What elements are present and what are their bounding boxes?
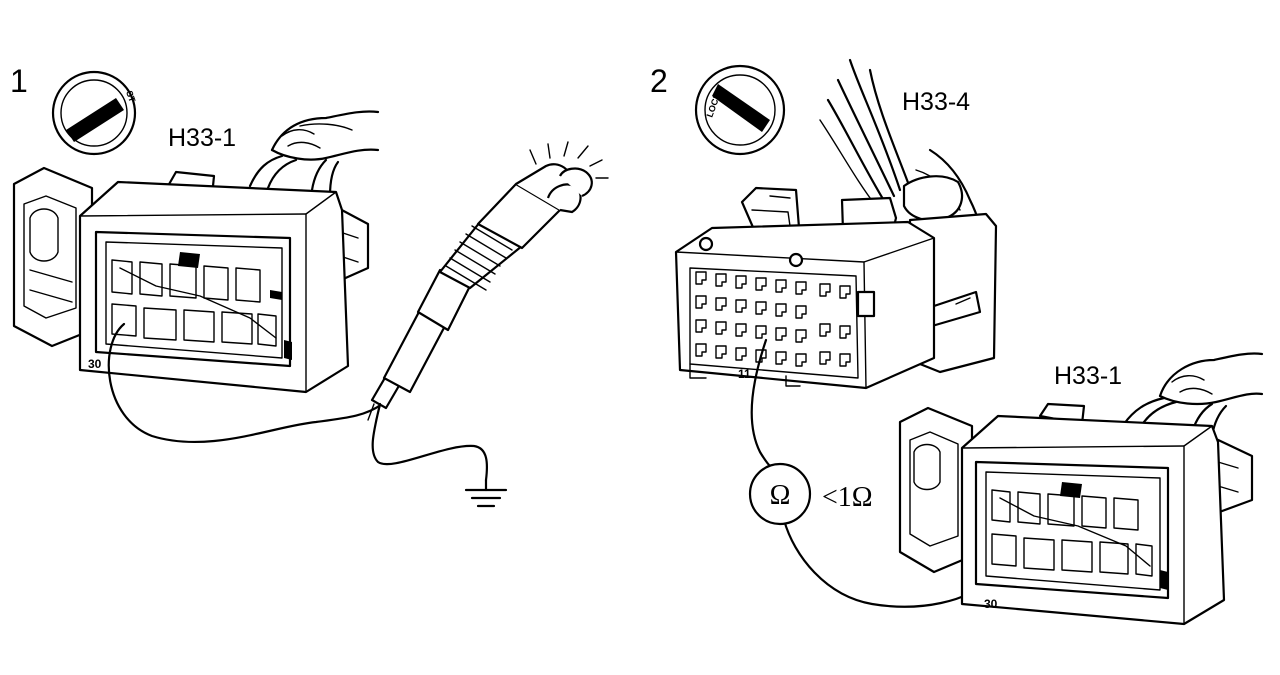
step-1: 1 ST H33-1 (10, 63, 609, 508)
meter-reading: <1Ω (822, 482, 873, 513)
hand-icon (1158, 352, 1264, 406)
connector-icon (12, 166, 370, 394)
pin-label-30-step2: 30 (984, 597, 998, 611)
step-2: 2 LOCK H33-4 (650, 58, 1264, 626)
connector-label-h33-1: H33-1 (168, 124, 236, 152)
ignition-switch-icon: ST (51, 70, 138, 156)
connector-icon (898, 402, 1254, 626)
connector-label-h33-4: H33-4 (902, 88, 970, 116)
pin-label-30: 30 (88, 357, 102, 371)
ignition-key-position: ST (124, 89, 138, 104)
ground-symbol-icon (464, 478, 508, 508)
connector-label-h33-1-step2: H33-1 (1054, 362, 1122, 390)
connector-icon (674, 186, 998, 390)
step-2-number: 2 (650, 63, 668, 99)
test-lamp-icon (367, 141, 609, 482)
ohmmeter-symbol: Ω (770, 480, 791, 511)
hand-icon (270, 110, 380, 161)
ignition-switch-icon: LOCK (694, 64, 786, 156)
test-wire (107, 322, 384, 444)
ohmmeter-icon[interactable]: Ω (748, 462, 812, 526)
step-1-number: 1 (10, 63, 28, 99)
pin-label-11: 11 (738, 367, 751, 381)
